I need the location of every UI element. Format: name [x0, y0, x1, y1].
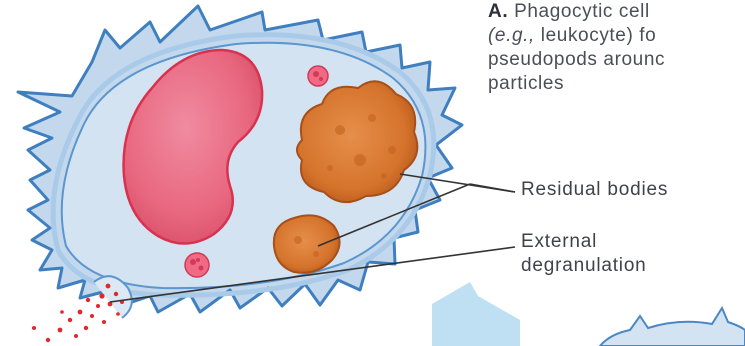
cytoplasmic-granule: [308, 66, 328, 86]
caption-line4: particles: [488, 72, 745, 96]
caption-eg: (e.g.,: [488, 25, 535, 46]
panel-letter: A.: [488, 1, 508, 22]
caption-line2: leukocyte) fo: [541, 25, 657, 46]
cytoplasmic-granule: [185, 253, 209, 277]
label-residual-bodies: Residual bodies: [521, 178, 668, 202]
label-external-line1: External: [521, 230, 647, 254]
adjacent-cell-edge: [600, 308, 745, 346]
leader-residual-join: [470, 184, 515, 192]
caption-line1: Phagocytic cell: [514, 1, 650, 22]
label-external-line2: degranulation: [521, 254, 647, 278]
label-external-degranulation: External degranulation: [521, 230, 647, 278]
transition-arrow: [432, 282, 520, 346]
panel-caption: A. Phagocytic cell (e.g., leukocyte) fo …: [488, 0, 745, 96]
caption-line3: pseudopods arounc: [488, 48, 745, 72]
